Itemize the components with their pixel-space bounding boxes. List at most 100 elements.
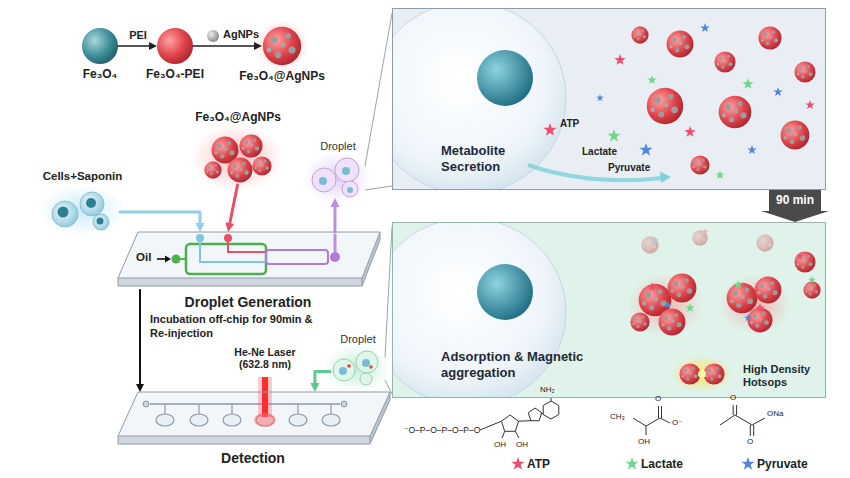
channel: [198, 404, 199, 414]
inlet-label: Oil: [136, 251, 160, 265]
particle: [668, 274, 697, 303]
bond: [750, 425, 751, 436]
particle: [758, 26, 781, 49]
atp-star: [614, 54, 625, 65]
atom-label: OH: [516, 440, 532, 450]
connector-line: [229, 185, 237, 225]
droplet: [356, 351, 378, 373]
particle: [690, 155, 709, 174]
chip-outline-path: [118, 392, 390, 444]
chamber: [223, 414, 241, 426]
hotspot: [698, 370, 706, 378]
lactate-star: [742, 78, 753, 89]
lactate-star: [647, 75, 657, 84]
sphere-node: Fe₃O₄-PEI: [157, 28, 193, 64]
droplet: [335, 158, 359, 182]
chip: Droplet Generation: [118, 232, 380, 290]
legend-star: [741, 457, 754, 470]
pyrimidine-ring: [543, 401, 559, 419]
node-text: Fe₃O₄@AgNPs: [232, 69, 332, 83]
cell: [319, 177, 327, 185]
lactate-star: [685, 303, 695, 312]
particle: [727, 283, 758, 314]
zoom-line: [365, 186, 392, 190]
bond: [633, 418, 646, 426]
arrowhead: [254, 42, 262, 50]
bond: [658, 406, 659, 418]
laser-glow: [258, 377, 272, 417]
sphere-node: Fe₃O₄@AgNPs: [262, 26, 302, 66]
channel: [150, 403, 340, 405]
inlet: [196, 234, 204, 242]
edge-label: AgNPs: [223, 28, 267, 41]
particle: [347, 364, 351, 368]
channel: [297, 404, 298, 414]
nucleus: [477, 50, 533, 106]
node-text: Fe₃O₄-PEI: [130, 67, 220, 81]
inlet: [224, 234, 232, 242]
nucleus: [86, 198, 96, 208]
bond: [720, 415, 735, 425]
particle: [641, 236, 658, 253]
cell: [339, 367, 347, 375]
connector-line: [193, 45, 256, 47]
agnp-composite-sphere: [263, 27, 301, 65]
connector: [120, 212, 205, 232]
channel: [228, 242, 266, 252]
bond: [542, 413, 544, 415]
droplet: [360, 373, 372, 385]
chamber: [190, 414, 208, 426]
pyruvate-star: [651, 236, 659, 243]
droplet-group: Droplet: [310, 158, 365, 198]
connector-line: [315, 372, 330, 385]
particle: [719, 96, 752, 129]
atom-label: O⁻: [672, 418, 688, 428]
particle: [748, 308, 773, 333]
connector-line: [385, 227, 392, 357]
channel: [200, 242, 266, 262]
ribose-ring: [501, 415, 518, 431]
connector-line: [139, 290, 141, 386]
chip-outline-path: [118, 232, 380, 286]
channel: [330, 404, 331, 414]
chemical-structures: [480, 397, 765, 438]
oil-arrowhead: [165, 256, 171, 263]
nucleus: [58, 207, 69, 218]
oil-arrow: [157, 258, 166, 260]
zoom-panel: Adsorption & Magnetic aggregationHigh De…: [392, 222, 826, 398]
connector-line: [365, 13, 392, 166]
chip-side: [118, 436, 370, 444]
atp-star: [755, 303, 765, 312]
particle: [369, 365, 373, 369]
legend-text: Pyruvate: [757, 457, 821, 471]
channel: [231, 404, 232, 414]
cell-group: Cells+Saponin: [45, 190, 120, 230]
node-text: Cells+Saponin: [30, 170, 135, 184]
arrowhead: [225, 222, 234, 232]
chamber-array: [156, 404, 340, 426]
outlet: [330, 252, 340, 262]
pyruvate-star: [744, 314, 752, 321]
atp-star: [796, 252, 804, 259]
chamber: [289, 414, 307, 426]
particle: [794, 61, 815, 82]
chip-outline: [118, 392, 390, 446]
legend-star: [511, 457, 524, 470]
particle: [703, 363, 724, 384]
edge-label: 90 min: [767, 193, 823, 207]
legend-text: Lactate: [641, 457, 701, 471]
node-text: Fe₃O₄: [60, 67, 140, 81]
laser-spot: [254, 413, 276, 427]
bond: [735, 415, 752, 425]
cell: [93, 214, 109, 230]
node-text: Detection: [153, 450, 353, 467]
connector: [310, 372, 330, 392]
chip-top: [118, 232, 380, 278]
channel: [334, 234, 337, 252]
bond: [753, 425, 754, 436]
panel-art: [392, 222, 821, 398]
connector-line: [333, 205, 336, 232]
edge-label: Incubation off-chip for 90min & Re-injec…: [150, 313, 318, 339]
